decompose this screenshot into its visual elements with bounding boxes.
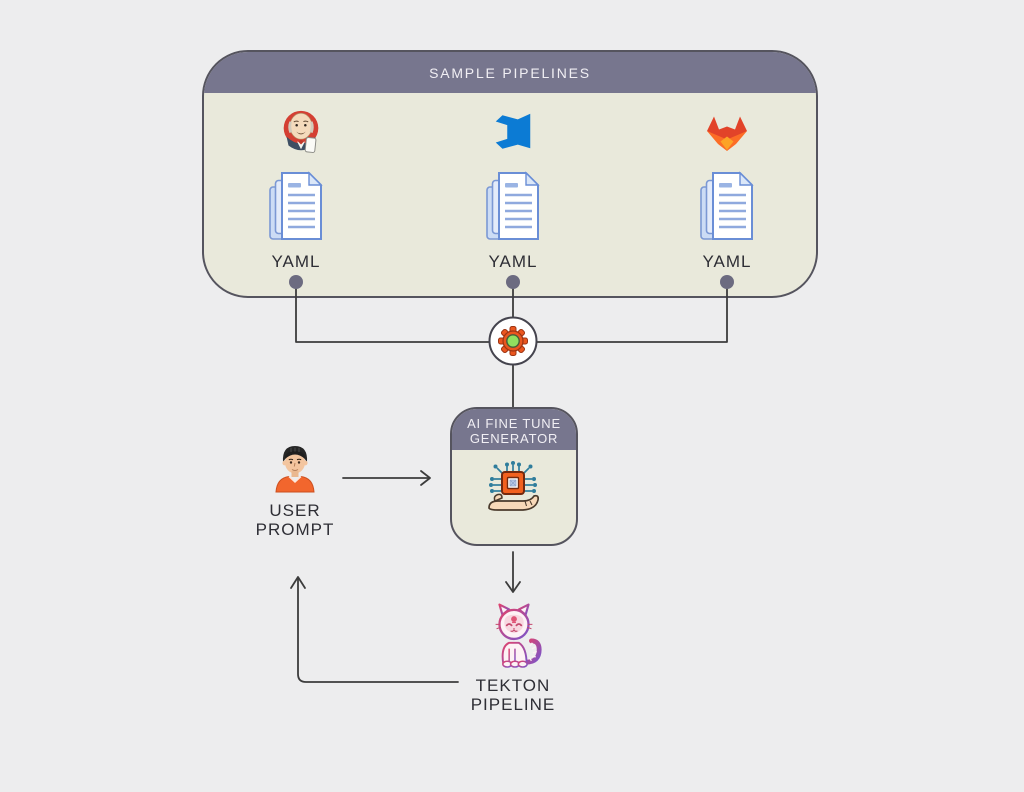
- generator-title: AI FINE TUNE GENERATOR: [467, 415, 561, 446]
- yaml-label: YAML: [702, 252, 752, 271]
- yaml-label: YAML: [488, 252, 538, 271]
- ai-chip-hand-icon: [488, 461, 540, 511]
- azure-devops-icon: [495, 113, 531, 149]
- yaml-documents-icon: [700, 171, 754, 240]
- tekton-cat-icon: [495, 603, 542, 668]
- tekton-pipeline-label: TEKTON PIPELINE: [470, 676, 556, 714]
- arrowhead-generator-to-tekton: [505, 581, 521, 593]
- arrow-tekton-to-user: [297, 577, 459, 683]
- user-avatar-icon: [275, 446, 315, 493]
- sample-pipelines-header: SAMPLE PIPELINES: [204, 52, 816, 93]
- jenkins-icon: [283, 110, 319, 153]
- sample-pipelines-title: SAMPLE PIPELINES: [429, 64, 591, 81]
- yaml-documents-icon: [486, 171, 540, 240]
- yaml-label: YAML: [271, 252, 321, 271]
- generator-panel: AI FINE TUNE GENERATOR: [450, 407, 578, 546]
- user-prompt-label: USER PROMPT: [255, 501, 335, 539]
- gitlab-icon: [707, 116, 747, 151]
- generator-header: AI FINE TUNE GENERATOR: [452, 409, 576, 450]
- arrowhead-tekton-to-user: [290, 576, 306, 589]
- gear-icon: [488, 316, 538, 366]
- yaml-documents-icon: [269, 171, 323, 240]
- arrowhead-user-to-generator: [420, 470, 431, 486]
